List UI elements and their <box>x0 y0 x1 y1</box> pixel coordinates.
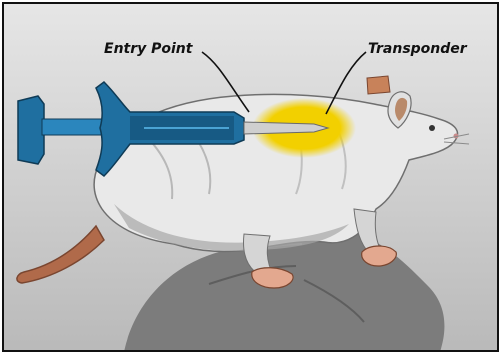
entry-point-label: Entry Point <box>104 41 192 57</box>
figure-frame: Entry Point Transponder <box>2 2 499 352</box>
transponder-label: Transponder <box>368 41 467 57</box>
